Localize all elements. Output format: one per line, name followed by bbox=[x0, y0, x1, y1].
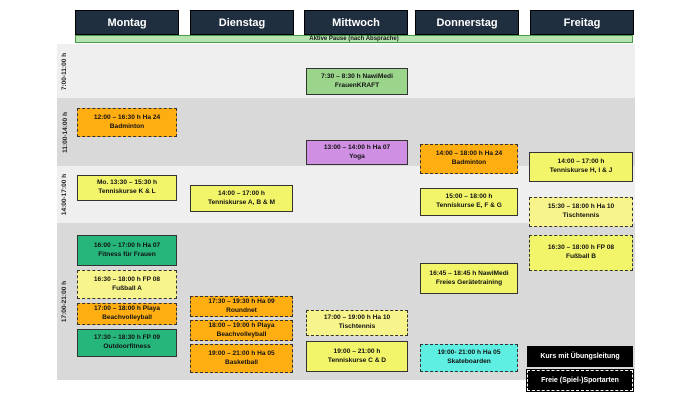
day-header-montag: Montag bbox=[75, 10, 179, 35]
time-label-morning: 7:00-11:00 h bbox=[61, 52, 69, 90]
time-label-evening: 17:00-21:00 h bbox=[61, 280, 69, 323]
legend-kurs-mit-uebungsleitung: Kurs mit Übungsleitung bbox=[527, 346, 633, 367]
active-pause-bar: Aktive Pause (nach Absprache) bbox=[75, 35, 633, 43]
time-label-midday: 11:00-14:00 h bbox=[61, 111, 69, 153]
day-header-mittwoch: Mittwoch bbox=[304, 10, 408, 35]
time-label-afternoon: 14:00-17:00 h bbox=[61, 173, 69, 216]
day-header-donnerstag: Donnerstag bbox=[415, 10, 519, 35]
day-header-freitag: Freitag bbox=[530, 10, 634, 35]
day-header-dienstag: Dienstag bbox=[190, 10, 294, 35]
legend-freie-sportarten: Freie (Spiel-)Sportarten bbox=[526, 369, 634, 392]
